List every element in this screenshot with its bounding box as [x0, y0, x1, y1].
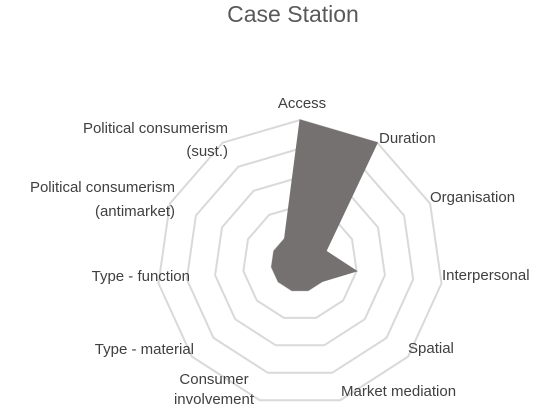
axis-label-4-line-0: Spatial	[408, 340, 454, 357]
axis-label-8: Type - function	[92, 268, 190, 285]
axis-label-3: Interpersonal	[442, 267, 530, 284]
axis-label-10-line-0: Political consumerism	[83, 120, 228, 137]
axis-label-3-line-0: Interpersonal	[442, 267, 530, 284]
axis-label-5: Market mediation	[341, 383, 456, 400]
axis-label-2: Organisation	[430, 189, 515, 206]
axis-label-7: Type - material	[95, 341, 194, 358]
axis-label-0-line-0: Access	[278, 95, 326, 112]
axis-label-1: Duration	[379, 130, 436, 147]
axis-label-4: Spatial	[408, 340, 454, 357]
axis-label-9: Political consumerism (antimarket)	[30, 179, 175, 220]
axis-label-10-line-1: (sust.)	[186, 143, 228, 160]
grid-ring-4	[185, 147, 415, 374]
grid-ring-2	[242, 204, 358, 319]
axis-label-6-line-1: involvement	[174, 391, 255, 408]
chart-title: Case Station	[227, 1, 359, 27]
axis-label-1-line-0: Duration	[379, 130, 436, 147]
axis-label-8-line-0: Type - function	[92, 268, 190, 285]
axis-label-10: Political consumerism (sust.)	[83, 120, 228, 160]
axis-label-5-line-0: Market mediation	[341, 383, 456, 400]
axis-label-0: Access	[278, 95, 326, 112]
axis-label-9-line-0: Political consumerism	[30, 179, 175, 196]
axis-label-9-line-1: (antimarket)	[95, 203, 175, 220]
grid-ring-5	[157, 118, 443, 402]
radar-axis-labels: AccessDurationOrganisationInterpersonalS…	[30, 95, 530, 408]
axis-label-2-line-0: Organisation	[430, 189, 515, 206]
radar-series	[271, 119, 379, 291]
axis-label-6-line-0: Consumer	[179, 371, 248, 388]
axis-label-7-line-0: Type - material	[95, 341, 194, 358]
radar-grid	[157, 118, 443, 402]
grid-ring-3	[214, 176, 386, 347]
series-area-0	[271, 119, 379, 291]
axis-label-6: Consumer involvement	[174, 371, 255, 408]
